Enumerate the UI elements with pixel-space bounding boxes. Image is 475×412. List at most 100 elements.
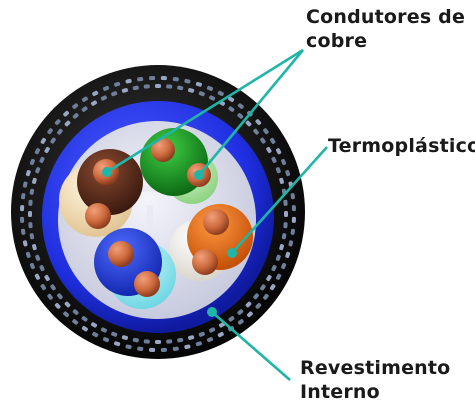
- braid-strand: [172, 77, 179, 82]
- braid-strand: [44, 274, 50, 282]
- braid-strand: [39, 156, 45, 163]
- braid-strand: [25, 251, 31, 258]
- braid-strand: [22, 240, 28, 247]
- braid-strand: [21, 193, 26, 200]
- copper-conductor: [108, 241, 134, 267]
- leader-thermoplastic: [231, 146, 328, 254]
- leader-dot: [102, 167, 112, 177]
- braid-strand: [217, 331, 224, 338]
- leader-inner-sheath: [211, 311, 291, 381]
- braid-strand: [21, 228, 26, 235]
- braid-strand: [155, 84, 161, 88]
- braid-strand: [132, 337, 139, 343]
- braid-strand: [81, 106, 88, 112]
- leader-dot: [227, 248, 237, 258]
- braid-strand: [283, 199, 288, 206]
- braid-strand: [50, 137, 56, 144]
- braid-strand: [114, 81, 121, 87]
- shield-braid: [20, 76, 296, 352]
- braid-strand: [263, 128, 269, 135]
- braid-strand: [125, 344, 132, 350]
- braid-strand: [237, 113, 244, 119]
- braid-strand: [20, 205, 25, 212]
- copper-conductor: [203, 209, 229, 235]
- braid-strand: [281, 262, 287, 270]
- braid-strand: [177, 85, 184, 91]
- braid-strand: [22, 181, 28, 188]
- braid-strand: [285, 170, 291, 177]
- label-copper-line2: cobre: [306, 30, 368, 52]
- braid-strand: [47, 128, 53, 135]
- braid-strand: [29, 233, 35, 240]
- braid-strand: [198, 331, 205, 337]
- braid-strand: [64, 120, 71, 127]
- braid-strand: [39, 265, 45, 272]
- braid-strand: [166, 339, 173, 344]
- braid-strand: [195, 81, 202, 87]
- braid-strand: [28, 222, 33, 229]
- braid-strand: [269, 137, 276, 144]
- braid-strand: [291, 205, 296, 212]
- braid-strand: [291, 216, 296, 223]
- pair-blue: [94, 228, 176, 309]
- braid-strand: [177, 337, 184, 343]
- braid-strand: [57, 293, 63, 300]
- braid-strand: [281, 158, 287, 166]
- braid-strand: [64, 301, 71, 308]
- braid-strand: [100, 95, 107, 101]
- leader-copper-1: [106, 48, 304, 174]
- braid-strand: [54, 119, 61, 126]
- braid-strand: [228, 96, 235, 103]
- braid-strand: [100, 327, 107, 333]
- braid-strand: [111, 91, 118, 97]
- braid-strand: [34, 273, 41, 280]
- braid-strand: [132, 85, 139, 91]
- braid-strand: [253, 293, 259, 300]
- braid-strand: [245, 120, 252, 127]
- label-copper-line1: Condutores de: [306, 6, 466, 28]
- braid-strand: [263, 293, 269, 300]
- leader-copper-2: [198, 49, 304, 176]
- braid-strand: [275, 167, 281, 174]
- braid-strand: [57, 128, 63, 135]
- braid-strand: [90, 100, 98, 106]
- braid-strand: [137, 346, 144, 351]
- braid-strand: [283, 222, 288, 229]
- braid-strand: [125, 78, 132, 84]
- braid-strand: [228, 316, 235, 322]
- braid-strand: [260, 284, 266, 291]
- braid-strand: [40, 284, 47, 291]
- braid-strand: [198, 91, 205, 97]
- braid-strand: [269, 284, 276, 291]
- label-thermoplastic: Termoplástico: [328, 134, 475, 158]
- braid-strand: [279, 177, 284, 184]
- pair-brown: [59, 149, 143, 237]
- braid-strand: [81, 316, 88, 322]
- braid-strand: [54, 302, 61, 309]
- braid-strand: [279, 244, 284, 251]
- braid-strand: [160, 76, 167, 81]
- braid-strand: [34, 148, 41, 155]
- copper-conductor: [134, 271, 160, 297]
- braid-strand: [114, 341, 121, 347]
- braid-strand: [188, 335, 195, 340]
- braid-strand: [40, 137, 47, 144]
- copper-conductor: [192, 249, 218, 275]
- braid-strand: [137, 77, 144, 82]
- braid-strand: [184, 344, 191, 350]
- braid-strand: [149, 347, 156, 352]
- braid-strand: [206, 85, 214, 91]
- braid-strand: [121, 335, 128, 340]
- braid-strand: [172, 346, 179, 351]
- braid-strand: [266, 274, 272, 282]
- label-thermoplastic-text: Termoplástico: [328, 135, 475, 157]
- leader-dot: [207, 307, 217, 317]
- braid-strand: [50, 284, 56, 291]
- braid-strand: [143, 339, 150, 344]
- braid-strand: [253, 128, 259, 135]
- label-inner-line2: Interno: [300, 381, 380, 403]
- braid-strand: [155, 340, 161, 344]
- braid-strand: [255, 302, 262, 309]
- braid-strand: [32, 177, 37, 184]
- braid-strand: [288, 240, 294, 247]
